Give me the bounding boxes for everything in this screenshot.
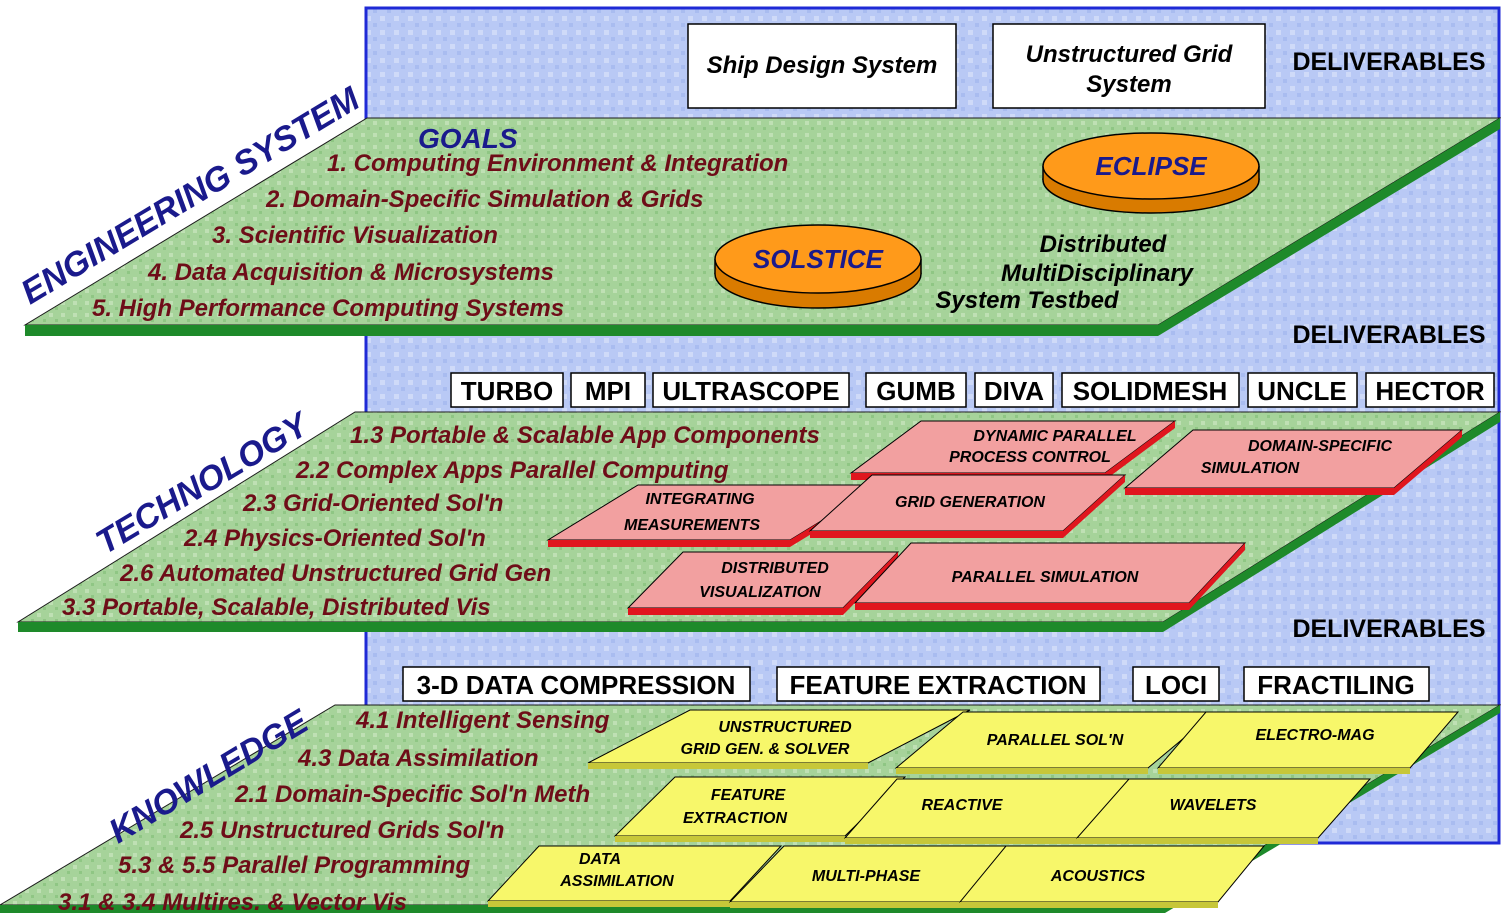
svg-text:ASSIMILATION: ASSIMILATION	[559, 873, 674, 890]
svg-text:EXTRACTION: EXTRACTION	[683, 810, 787, 827]
knowledge-deliverable: LOCI	[1145, 670, 1207, 700]
goal-item: 4. Data Acquisition & Microsystems	[147, 259, 554, 286]
svg-text:System Testbed: System Testbed	[935, 287, 1120, 314]
svg-text:FEATURE: FEATURE	[711, 787, 787, 804]
svg-text:WAVELETS: WAVELETS	[1170, 797, 1257, 814]
tile-acoustics: ACOUSTICS	[958, 845, 1266, 908]
goals-title: GOALS	[418, 123, 518, 154]
tile-grid-generation: GRID GENERATION	[808, 474, 1127, 538]
svg-text:PARALLEL SOL'N: PARALLEL SOL'N	[987, 732, 1124, 749]
unstructured-grid-label-line1: Unstructured Grid	[1026, 41, 1234, 68]
tile-reactive: REACTIVE	[843, 778, 1132, 844]
tech-deliverable: GUMB	[876, 376, 955, 406]
solstice-disk: SOLSTICE	[714, 224, 922, 309]
knowledge-item: 5.3 & 5.5 Parallel Programming	[118, 852, 470, 879]
svg-text:MEASUREMENTS: MEASUREMENTS	[624, 517, 760, 534]
tile-feature-extraction: FEATURE EXTRACTION	[613, 776, 907, 842]
tech-deliverable: TURBO	[461, 376, 553, 406]
svg-text:REACTIVE: REACTIVE	[922, 797, 1004, 814]
tech-item: 2.4 Physics-Oriented Sol'n	[183, 525, 486, 552]
goal-item: 3. Scientific Visualization	[212, 222, 498, 249]
goal-item: 2. Domain-Specific Simulation & Grids	[265, 186, 703, 213]
knowledge-deliverables: 3-D DATA COMPRESSION FEATURE EXTRACTION …	[402, 666, 1430, 702]
eclipse-disk: ECLIPSE	[1042, 132, 1260, 214]
tech-item: 1.3 Portable & Scalable App Components	[350, 422, 820, 449]
tech-deliverable: SOLIDMESH	[1073, 376, 1228, 406]
technology-deliverables: TURBO MPI ULTRASCOPE GUMB DIVA SOLIDMESH…	[450, 372, 1495, 408]
ship-design-box	[687, 23, 957, 109]
knowledge-item: 2.5 Unstructured Grids Sol'n	[179, 817, 504, 844]
svg-text:DYNAMIC PARALLEL: DYNAMIC PARALLEL	[973, 428, 1136, 445]
tile-distributed-visualization: DISTRIBUTED VISUALIZATION	[626, 551, 900, 615]
testbed-label: Distributed MultiDisciplinary System Tes…	[935, 231, 1194, 314]
eclipse-label: ECLIPSE	[1095, 151, 1207, 181]
knowledge-deliverable: FRACTILING	[1257, 670, 1414, 700]
svg-text:PARALLEL SIMULATION: PARALLEL SIMULATION	[952, 569, 1139, 586]
knowledge-item: 4.3 Data Assimilation	[297, 745, 539, 772]
knowledge-deliverable: 3-D DATA COMPRESSION	[417, 670, 736, 700]
goals-list: 1. Computing Environment & Integration 2…	[92, 150, 788, 322]
svg-text:UNSTRUCTURED: UNSTRUCTURED	[718, 719, 852, 736]
technology-items: 1.3 Portable & Scalable App Components 2…	[62, 422, 820, 621]
tile-electro-mag: ELECTRO-MAG	[1156, 711, 1460, 774]
tech-item: 2.2 Complex Apps Parallel Computing	[295, 457, 729, 484]
tech-deliverable: ULTRASCOPE	[662, 376, 839, 406]
tech-deliverable: UNCLE	[1257, 376, 1347, 406]
tech-item: 2.6 Automated Unstructured Grid Gen	[119, 560, 551, 587]
svg-text:DISTRIBUTED: DISTRIBUTED	[721, 560, 829, 577]
tile-wavelets: WAVELETS	[1075, 778, 1372, 844]
goal-item: 1. Computing Environment & Integration	[327, 150, 788, 177]
tile-parallel-soln: PARALLEL SOL'N	[894, 711, 1217, 774]
svg-text:MultiDisciplinary: MultiDisciplinary	[1001, 260, 1195, 287]
tech-deliverable: MPI	[585, 376, 631, 406]
solstice-label: SOLSTICE	[753, 244, 884, 274]
svg-text:ACOUSTICS: ACOUSTICS	[1050, 868, 1146, 885]
tile-unstructured-grid-solver: UNSTRUCTURED GRID GEN. & SOLVER	[587, 709, 971, 769]
deliverables-label-2: DELIVERABLES	[1292, 321, 1485, 349]
knowledge-items: 4.1 Intelligent Sensing 4.3 Data Assimil…	[58, 707, 610, 916]
unstructured-grid-label-line2: System	[1086, 71, 1171, 98]
knowledge-item: 2.1 Domain-Specific Sol'n Meth	[234, 781, 590, 808]
tech-item: 2.3 Grid-Oriented Sol'n	[242, 490, 503, 517]
knowledge-item: 4.1 Intelligent Sensing	[355, 707, 610, 734]
tile-parallel-simulation: PARALLEL SIMULATION	[853, 542, 1247, 610]
ship-design-label: Ship Design System	[707, 52, 938, 79]
svg-text:MULTI-PHASE: MULTI-PHASE	[812, 868, 921, 885]
deliverables-label-1: DELIVERABLES	[1292, 48, 1485, 76]
unstructured-grid-box	[992, 23, 1266, 109]
tech-item: 3.3 Portable, Scalable, Distributed Vis	[62, 594, 491, 621]
tile-domain-specific-simulation: DOMAIN-SPECIFIC SIMULATION	[1123, 429, 1464, 495]
svg-text:GRID GEN. & SOLVER: GRID GEN. & SOLVER	[681, 741, 850, 758]
svg-text:VISUALIZATION: VISUALIZATION	[699, 584, 821, 601]
svg-text:DOMAIN-SPECIFIC: DOMAIN-SPECIFIC	[1248, 438, 1392, 455]
deliverables-label-3: DELIVERABLES	[1292, 615, 1485, 643]
svg-text:GRID GENERATION: GRID GENERATION	[895, 494, 1045, 511]
svg-text:PROCESS CONTROL: PROCESS CONTROL	[949, 449, 1111, 466]
tech-deliverable: HECTOR	[1375, 376, 1485, 406]
svg-text:Distributed: Distributed	[1040, 231, 1168, 258]
tile-data-assimilation: DATA ASSIMILATION	[486, 845, 783, 907]
svg-text:ELECTRO-MAG: ELECTRO-MAG	[1255, 727, 1374, 744]
svg-text:INTEGRATING: INTEGRATING	[645, 491, 754, 508]
knowledge-item: 3.1 & 3.4 Multires. & Vector Vis	[58, 889, 407, 916]
knowledge-deliverable: FEATURE EXTRACTION	[789, 670, 1086, 700]
tech-deliverable: DIVA	[984, 376, 1044, 406]
svg-text:DATA: DATA	[579, 851, 621, 868]
svg-text:SIMULATION: SIMULATION	[1201, 460, 1300, 477]
goal-item: 5. High Performance Computing Systems	[92, 295, 564, 322]
